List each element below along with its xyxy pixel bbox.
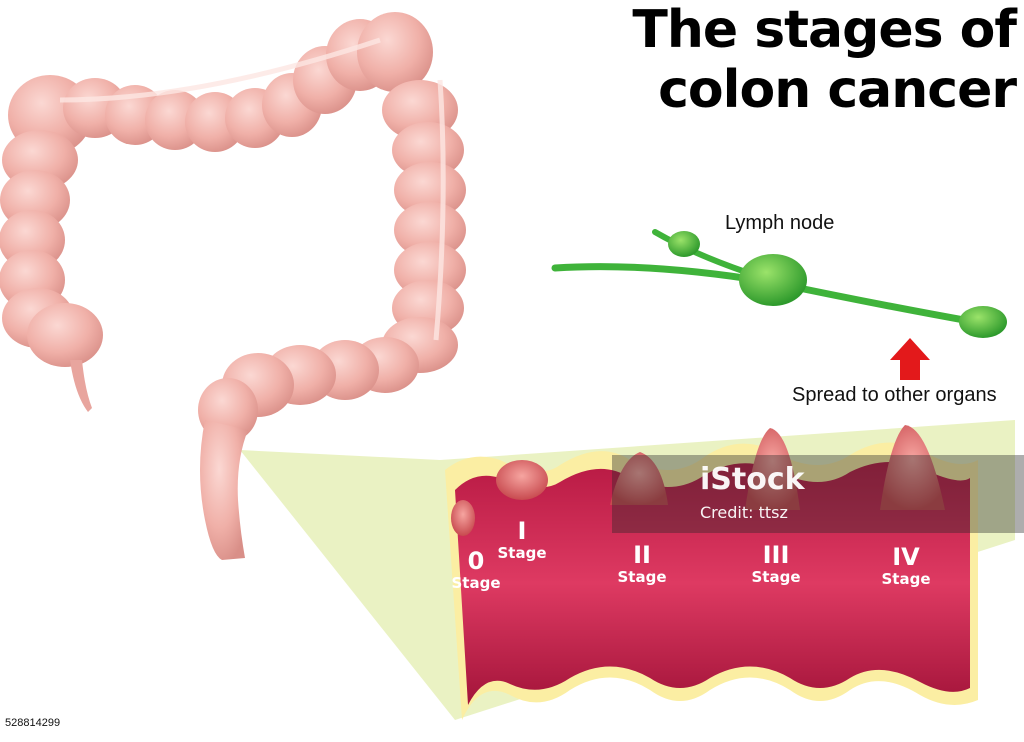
stage-1-word: Stage — [497, 544, 547, 562]
transverse-colon — [59, 12, 433, 152]
lymph-node — [551, 229, 1007, 338]
page-title: The stages of colon cancer — [596, 0, 1017, 120]
tumor-stage-1 — [496, 460, 548, 500]
stage-3-number: III — [762, 541, 790, 569]
watermark-brand: iStock — [700, 462, 805, 497]
stage-4-label: IV Stage — [876, 544, 936, 588]
descending-colon — [382, 79, 466, 373]
stage-2-label: II Stage — [612, 542, 672, 586]
title-line-1: The stages of — [632, 0, 1017, 60]
spread-label: Spread to other organs — [792, 384, 997, 406]
tumor-stage-3 — [745, 428, 800, 510]
tissue-layer — [455, 462, 970, 705]
stage-1-number: I — [517, 517, 527, 545]
stage-4-word: Stage — [881, 570, 931, 588]
watermark-credit: Credit: ttsz — [700, 503, 788, 522]
stage-2-number: II — [633, 541, 651, 569]
stage-0-label: 0 Stage — [446, 548, 506, 592]
tumor-stage-2 — [610, 452, 668, 505]
stage-3-label: III Stage — [746, 542, 806, 586]
stage-3-word: Stage — [751, 568, 801, 586]
tumor-stage-0 — [451, 500, 475, 536]
lymph-node-label: Lymph node — [725, 212, 835, 234]
stage-4-number: IV — [892, 543, 920, 571]
watermark-band — [612, 455, 1024, 533]
red-arrow-icon — [890, 338, 930, 380]
stage-0-word: Stage — [451, 574, 501, 592]
stage-2-word: Stage — [617, 568, 667, 586]
stage-1-label: I Stage — [492, 518, 552, 562]
tissue-cross-section — [445, 425, 978, 720]
tumor-stage-4 — [880, 425, 945, 510]
colon-illustration — [0, 12, 466, 560]
image-id: 528814299 — [2, 716, 64, 730]
sigmoid-colon — [198, 337, 419, 560]
stage-0-number: 0 — [467, 547, 485, 575]
title-line-2: colon cancer — [658, 60, 1017, 120]
